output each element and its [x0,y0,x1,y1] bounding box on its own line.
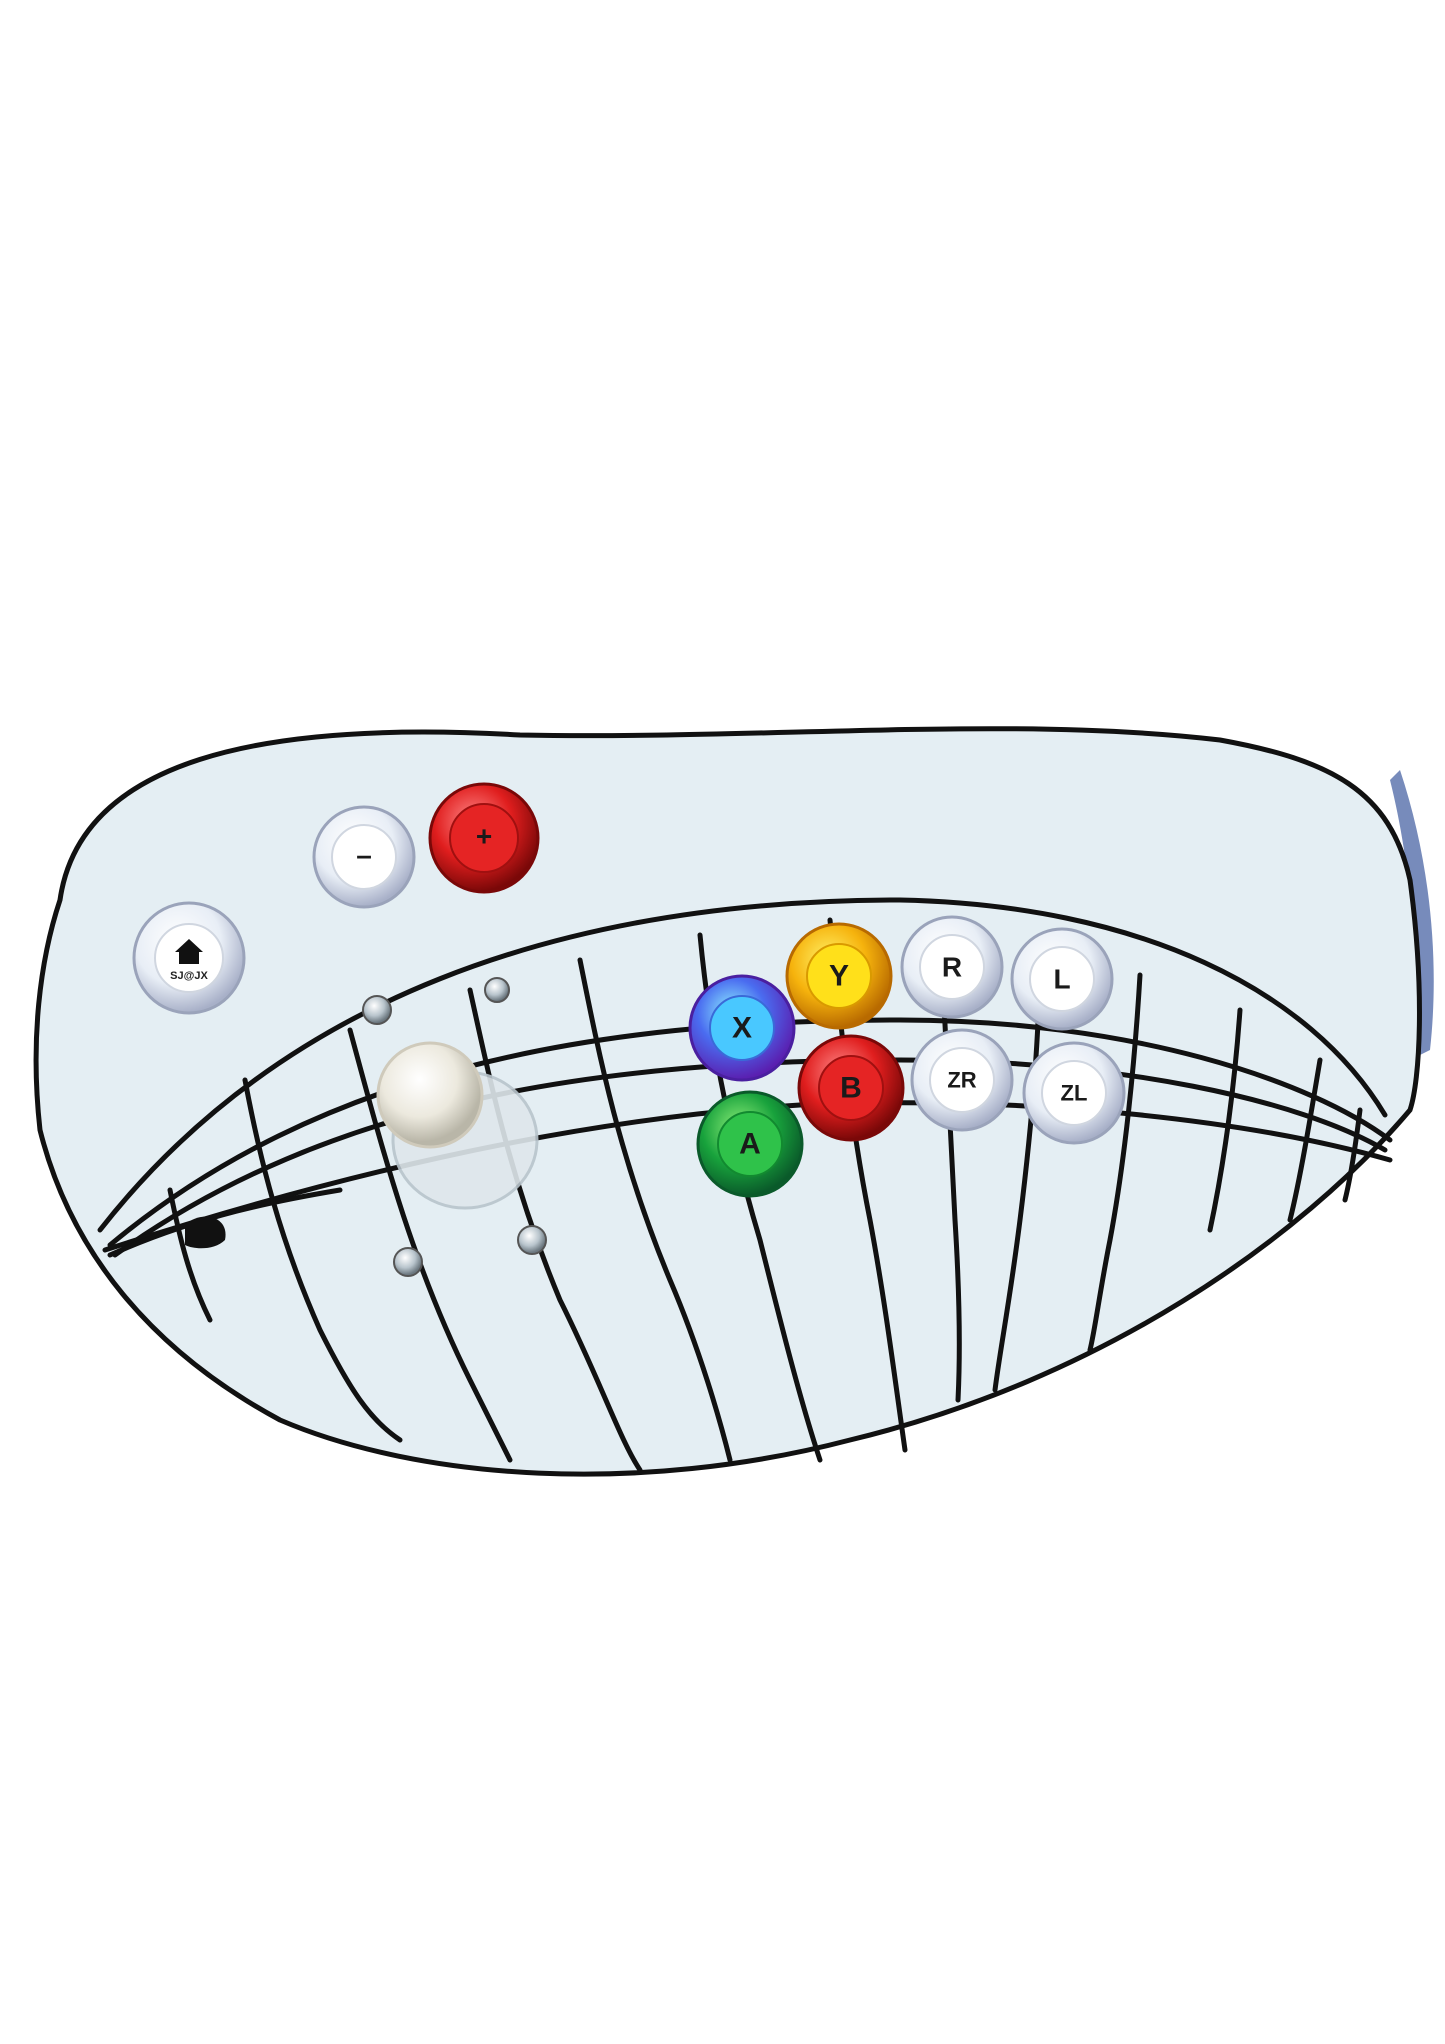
arc-base [107,1187,343,1258]
rib-12 [1287,1057,1323,1223]
rib-1 [167,1187,213,1323]
home-button[interactable]: SJ@JX [132,901,246,1015]
rib-13 [1342,1107,1363,1203]
screw-1 [362,995,392,1025]
zr-button-label: ZR [947,1068,976,1093]
ink-blot [185,1216,226,1249]
r-button[interactable]: R [900,915,1004,1019]
a-button-label: A [739,1128,761,1161]
x-button-label: X [732,1012,752,1045]
y-button-cap [806,943,872,1009]
zr-button-cap [929,1047,995,1113]
b-button-label: B [840,1072,862,1105]
rib-9 [992,942,1043,1393]
l-button[interactable]: L [1010,927,1114,1031]
plus-button-cap [449,803,519,873]
minus-button[interactable]: – [312,805,416,909]
joystick-ball[interactable] [376,1041,484,1149]
y-button-label: Y [829,960,849,993]
rib-2 [242,1077,403,1443]
y-button[interactable]: Y [785,922,893,1030]
rib-11 [1207,1007,1243,1233]
zl-button-label: ZL [1061,1081,1088,1106]
zl-button[interactable]: ZL [1022,1041,1126,1145]
b-button[interactable]: B [797,1034,905,1142]
rib-3 [347,1027,513,1463]
screw-4 [517,1225,547,1255]
minus-button-label: – [356,840,372,871]
arc-upper [97,897,1388,1233]
a-button-cap [717,1111,783,1177]
rib-10 [1087,972,1143,1353]
a-button[interactable]: A [696,1090,804,1198]
b-button-cap [818,1055,884,1121]
zr-button[interactable]: ZR [910,1028,1014,1132]
l-button-label: L [1053,964,1070,995]
screws [362,977,547,1277]
zl-button-cap [1041,1060,1107,1126]
home-brand-text: SJ@JX [170,970,208,982]
screw-2 [484,977,510,1003]
plus-button-label: + [476,821,492,852]
house-icon [175,939,203,964]
x-button-cap [709,995,775,1061]
r-button-label: R [942,952,962,983]
plus-button[interactable]: + [428,782,540,894]
minus-button-cap [331,824,397,890]
r-button-cap [919,934,985,1000]
rib-4 [467,987,643,1473]
rib-5 [577,957,733,1463]
joystick[interactable] [376,1041,539,1210]
screw-3 [393,1247,423,1277]
l-button-cap [1029,946,1095,1012]
x-button[interactable]: X [688,974,796,1082]
